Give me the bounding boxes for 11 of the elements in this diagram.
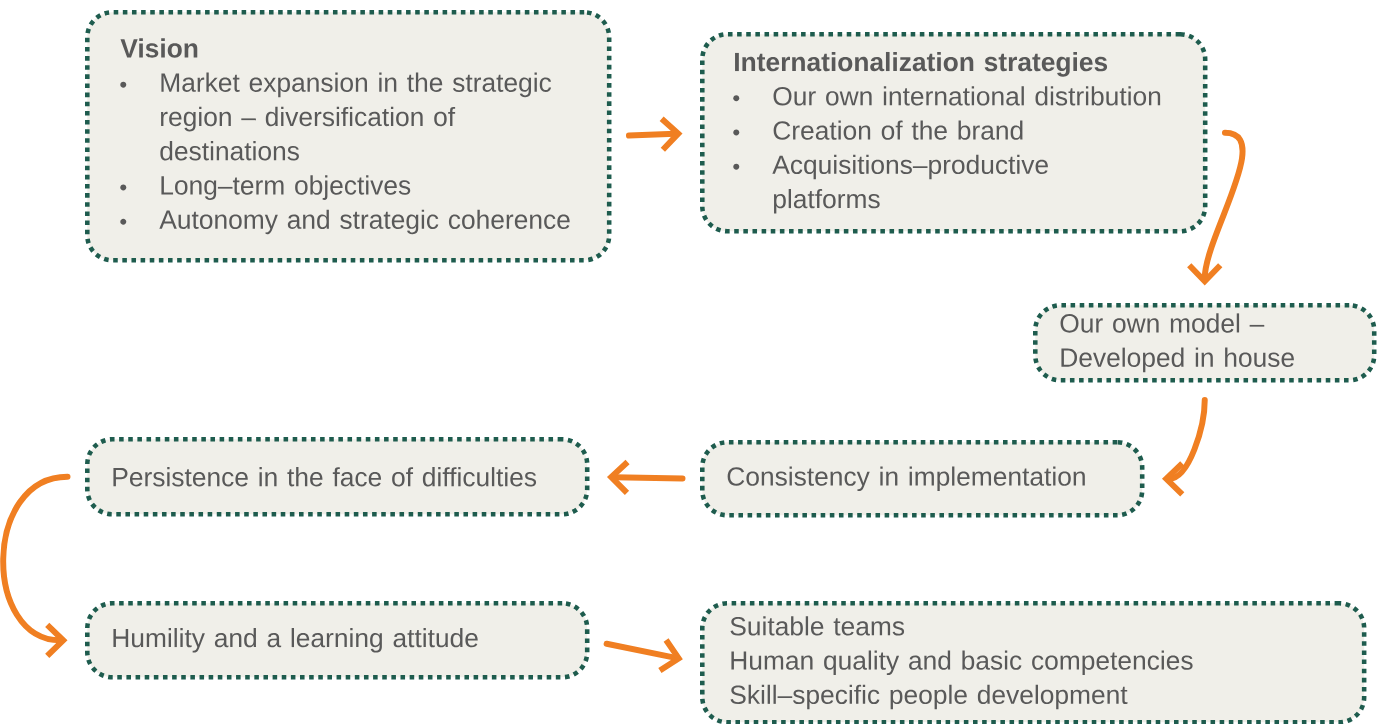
text-box: Consistency in implementation	[700, 440, 1145, 518]
text-box: Suitable teams Human quality and basic competencies Skill–specific people development	[700, 601, 1367, 724]
text-box: Our own model – Developed in house	[1033, 303, 1377, 383]
arrow	[603, 638, 683, 673]
text-box: Vision Market expansion in the strategic region – diversification of destinations Long–term objectives Autonomy and strategic coherence	[85, 10, 612, 263]
arrow	[606, 459, 686, 496]
text-box: Internationalization strategies Our own international distribution Creation of the brand Acquisitions–productive platforms	[700, 32, 1208, 234]
text-box: Persistence in the face of difficulties	[85, 437, 590, 517]
arrow	[1162, 397, 1208, 497]
arrow	[0, 473, 71, 658]
text-box: Humility and a learning attitude	[85, 601, 590, 680]
